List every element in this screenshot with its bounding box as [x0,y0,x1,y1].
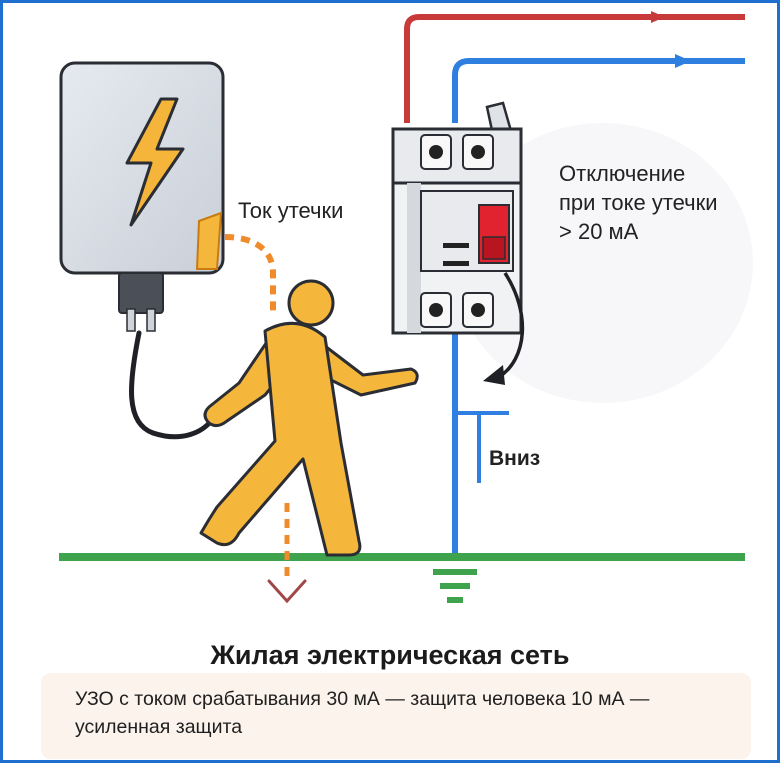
trip-label-line-3: > 20 мА [559,219,639,244]
down-label: Вниз [489,447,541,470]
power-plug-icon [118,272,164,332]
arrow-down-icon [267,579,307,604]
trip-arrow-head [483,365,505,385]
neutral-wire-top [452,58,745,123]
phase-wire [404,14,745,123]
ground-line [59,553,745,561]
damage-spark [195,211,223,270]
phase-wire-arrow [651,11,665,23]
trip-label-line-2: при токе утечки [559,190,718,215]
leakage-path [224,234,276,311]
appliance [59,61,225,275]
person-silhouette-icon [199,279,419,557]
neutral-wire-arrow [675,54,691,68]
ground-symbol-icon [433,569,477,603]
power-cord [129,330,214,440]
note-text: УЗО с током срабатывания 30 мА — защита … [75,688,650,738]
diagram-illustration [59,11,753,604]
lightning-bolt-icon [125,97,185,227]
leakage-current-label: Ток утечки [238,198,344,223]
trip-label-line-1: Отключение [559,161,686,186]
trip-arrow [498,272,525,379]
note-box [41,673,751,759]
trip-condition-label: Отключение при токе утечки > 20 мА [559,159,718,246]
background-shade [453,123,753,403]
rcd-breaker-icon [391,101,523,335]
page-title: Жилая электрическая сеть [210,640,570,670]
